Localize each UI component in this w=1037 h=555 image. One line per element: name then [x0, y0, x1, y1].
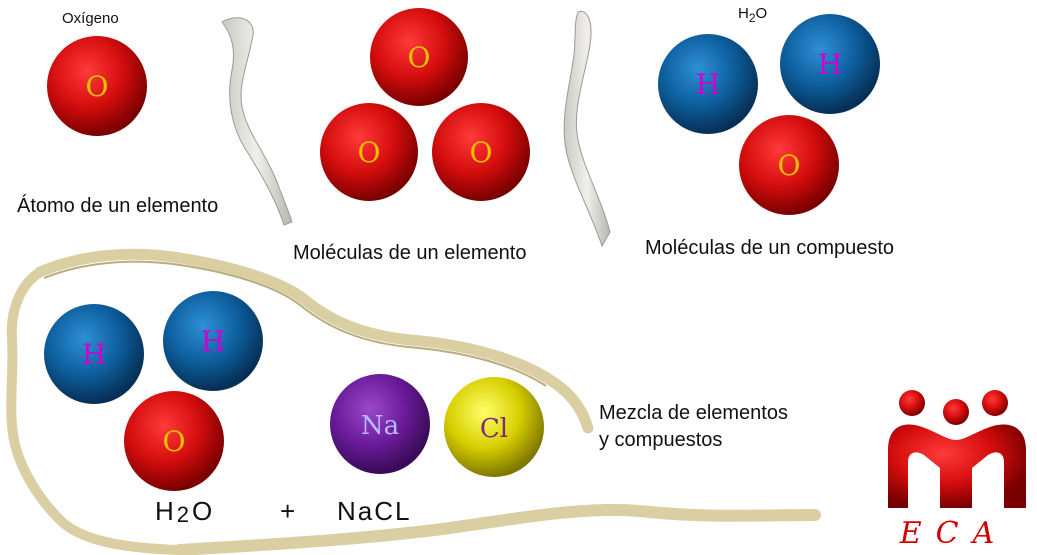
mixture-boundary-bottom: [174, 504, 821, 555]
divider-left: [221, 17, 293, 226]
atom-o-single-sphere: [47, 36, 147, 136]
compound-molecule-caption: Moléculas de un compuesto: [645, 237, 895, 259]
mixture-formula-water: H2O: [155, 496, 215, 528]
mixture-boundary: [34, 248, 594, 434]
mix-h-right-sphere: [163, 291, 263, 391]
mix-na-symbol: Na: [361, 411, 399, 441]
compound-formula-h: H: [738, 5, 749, 22]
molecule-o-left-sphere: [320, 103, 418, 201]
mix-h-right-atom: H: [163, 291, 263, 391]
mixture-plus: +: [280, 496, 296, 526]
mix-h-right-symbol: H: [201, 325, 225, 358]
compound-formula-o: O: [755, 5, 768, 22]
atom-o-single-atom: O: [47, 36, 147, 136]
molecule-o-top-atom: O: [370, 8, 468, 106]
mix-cl-atom: Cl: [444, 377, 544, 477]
mix-cl-sphere: [444, 377, 544, 477]
logo-dot-middle: [943, 399, 969, 425]
molecule-o-top-symbol: O: [408, 41, 431, 74]
compound-h-left-symbol: H: [696, 68, 720, 101]
atom-top-label: Oxígeno: [62, 10, 119, 27]
mixture-formula-h: H: [155, 496, 177, 526]
mix-o-sphere: [124, 391, 224, 491]
mix-h-left-symbol: H: [82, 338, 106, 371]
compound-o-symbol: O: [778, 149, 801, 182]
molecule-o-left-symbol: O: [358, 136, 381, 169]
molecule-o-right-atom: O: [432, 103, 530, 201]
logo-dot-left: [899, 390, 925, 416]
logo-m-shape: [888, 424, 1026, 508]
mixture-boundary-left: [6, 267, 185, 555]
mixture-formula-sub: 2: [176, 502, 193, 527]
mix-na-sphere: [330, 374, 430, 474]
logo-dot-right: [982, 390, 1008, 416]
mixture-boundary-shadow: [43, 260, 547, 387]
compound-h-right-atom: H: [780, 14, 880, 114]
compound-o-atom: O: [739, 115, 839, 215]
mix-na-atom: Na: [330, 374, 430, 474]
molecule-o-left-atom: O: [320, 103, 418, 201]
compound-o-sphere: [739, 115, 839, 215]
mix-h-left-sphere: [44, 304, 144, 404]
atom-o-single-symbol: O: [86, 70, 109, 103]
mix-o-symbol: O: [163, 425, 186, 458]
compound-h-left-sphere: [658, 34, 758, 134]
compound-h-right-symbol: H: [818, 48, 842, 81]
mix-o-atom: O: [124, 391, 224, 491]
logo-text: ECA: [899, 516, 1009, 551]
mix-h-left-atom: H: [44, 304, 144, 404]
compound-h-right-sphere: [780, 14, 880, 114]
molecule-o-right-symbol: O: [470, 136, 493, 169]
divider-right: [563, 10, 611, 248]
atom-caption: Átomo de un elemento: [17, 195, 219, 217]
mixture-formula-nacl: NaCL: [337, 496, 412, 526]
compound-h-left-atom: H: [658, 34, 758, 134]
element-molecule-caption: Moléculas de un elemento: [293, 242, 527, 264]
compound-formula: H2O: [738, 5, 767, 25]
molecule-o-top-sphere: [370, 8, 468, 106]
compound-formula-sub: 2: [748, 11, 756, 25]
molecule-o-right-sphere: [432, 103, 530, 201]
mixture-caption-line1: Mezcla de elementos: [599, 402, 788, 424]
eca-logo: ECA: [888, 390, 1026, 551]
mixture-formula-o: O: [192, 496, 216, 526]
mix-cl-symbol: Cl: [480, 414, 508, 444]
mixture-caption-line2: y compuestos: [599, 429, 723, 451]
